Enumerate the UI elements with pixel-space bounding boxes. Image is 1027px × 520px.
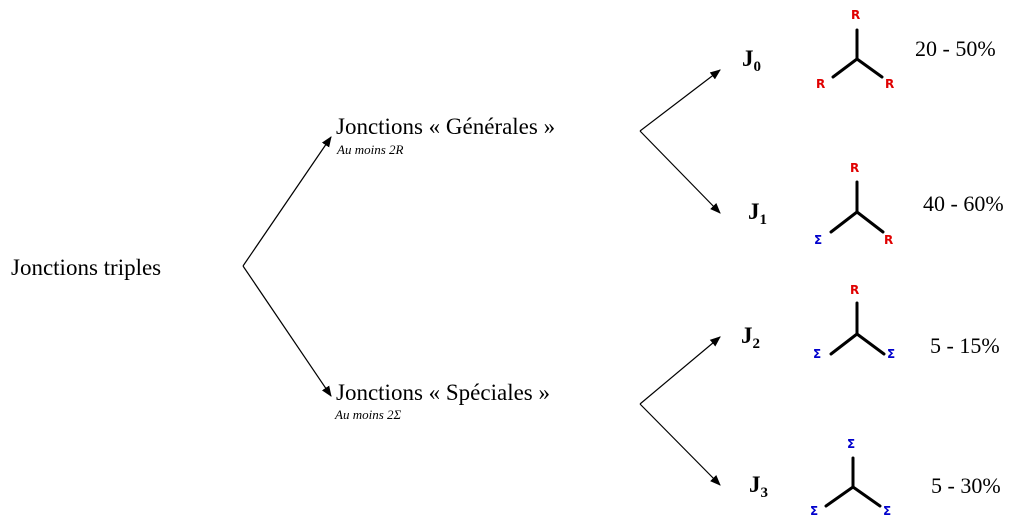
- arrow-general-to-j0: [639, 69, 721, 132]
- arrow-root-to-general: [242, 136, 332, 267]
- j3-top-boundary: Σ: [847, 437, 856, 451]
- j0-percentage: 20 - 50%: [915, 36, 996, 61]
- j0-top-boundary: R: [851, 8, 861, 22]
- root-label: Jonctions triples: [11, 255, 162, 280]
- arrow-special-to-j3: [639, 403, 721, 486]
- junction-j3-glyph: [824, 456, 882, 508]
- j3-right-boundary: Σ: [883, 504, 892, 518]
- j2-left-boundary: Σ: [813, 347, 822, 361]
- j1-right-boundary: R: [884, 233, 894, 247]
- j2-percentage: 5 - 15%: [930, 333, 1000, 358]
- j0-right-boundary: R: [885, 77, 895, 91]
- junction-j0-glyph: [831, 28, 884, 79]
- junction-j2-label: J2: [741, 323, 760, 352]
- junction-j3-label: J3: [749, 472, 768, 501]
- arrow-root-to-special: [242, 265, 332, 397]
- junction-j1-glyph: [829, 180, 885, 234]
- j0-left-boundary: R: [816, 77, 826, 91]
- junction-j0-label: J0: [742, 46, 761, 75]
- j3-percentage: 5 - 30%: [931, 473, 1001, 498]
- arrow-general-to-j1: [639, 130, 721, 214]
- j3-left-boundary: Σ: [810, 504, 819, 518]
- special-branch-sublabel: Au moins 2Σ: [335, 407, 402, 422]
- j1-left-boundary: Σ: [814, 233, 823, 247]
- junction-j2-glyph: [829, 301, 886, 356]
- general-branch-sublabel: Au moins 2R: [337, 142, 404, 157]
- special-branch-label: Jonctions « Spéciales »: [336, 380, 550, 405]
- j1-percentage: 40 - 60%: [923, 191, 1004, 216]
- junction-j1-label: J1: [748, 199, 767, 228]
- j1-top-boundary: R: [850, 161, 860, 175]
- general-branch-label: Jonctions « Générales »: [336, 114, 556, 139]
- j2-top-boundary: R: [850, 283, 860, 297]
- j2-right-boundary: Σ: [887, 347, 896, 361]
- arrow-special-to-j2: [639, 336, 721, 405]
